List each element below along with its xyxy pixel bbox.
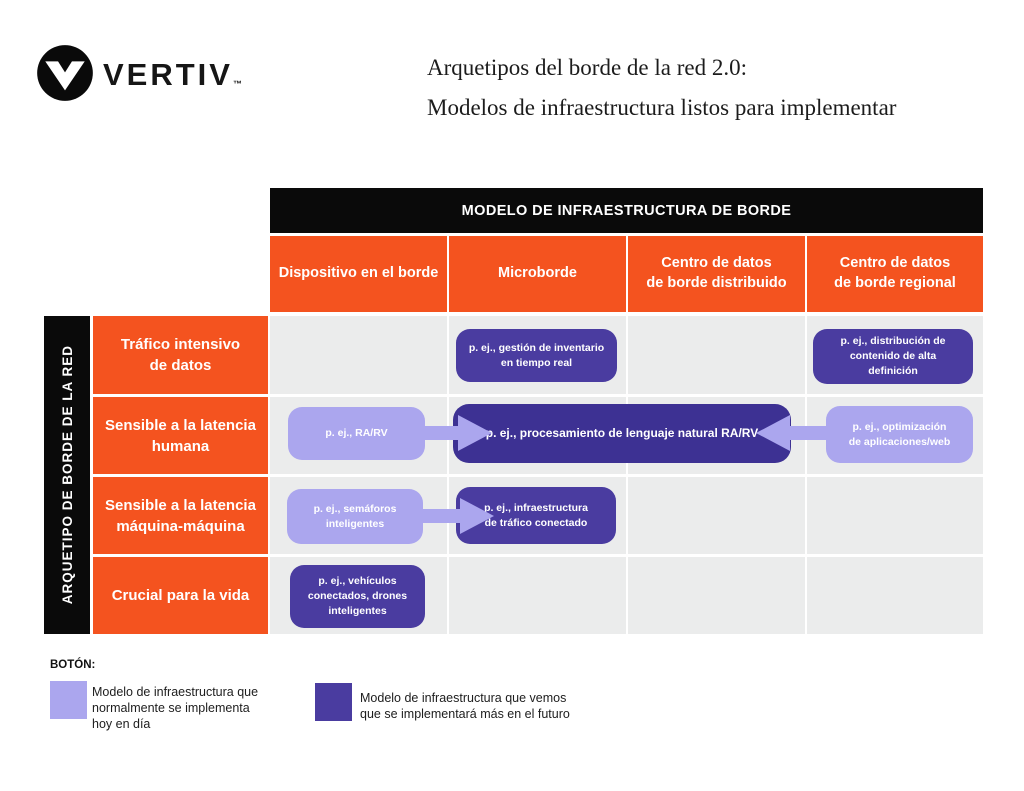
brand-text: VERTIV — [103, 57, 233, 92]
matrix-cell — [807, 557, 983, 634]
column-header-centro-regional: Centro de datos de borde regional — [807, 236, 983, 312]
legend-label-today: Modelo de infraestructura que normalment… — [92, 685, 259, 731]
column-header-dispositivo-en-el-borde: Dispositivo en el borde — [270, 236, 447, 312]
trademark-symbol: ™ — [232, 79, 242, 89]
row-axis-title: ARQUETIPO DE BORDE DE LA RED — [59, 345, 75, 605]
column-header-microborde: Microborde — [449, 236, 626, 312]
matrix-cell — [449, 557, 626, 634]
brand-name: VERTIV™ — [103, 57, 242, 93]
row-header-label: Tráfico intensivo de datos — [120, 336, 241, 374]
badge-gestion-inventario: p. ej., gestión de inventario en tiempo … — [456, 329, 617, 382]
page-title: Arquetipos del borde de la red 2.0: Mode… — [427, 48, 1007, 128]
row-header-trafico-intensivo: Tráfico intensivo de datos — [93, 316, 268, 394]
column-header-label: Microborde — [498, 265, 577, 282]
column-header-label: Centro de datos de borde regional — [834, 255, 956, 291]
row-header-latencia-maquina: Sensible a la latencia máquina-máquina — [93, 477, 268, 554]
arrow-left-icon — [756, 415, 840, 451]
matrix-cell — [807, 477, 983, 554]
legend-title: BOTÓN: — [50, 659, 96, 671]
title-line-1: Arquetipos del borde de la red 2.0: — [427, 55, 747, 80]
column-axis-header: MODELO DE INFRAESTRUCTURA DE BORDE — [270, 188, 983, 233]
column-axis-title: MODELO DE INFRAESTRUCTURA DE BORDE — [461, 202, 792, 219]
column-header-label: Dispositivo en el borde — [278, 265, 439, 282]
row-header-label: Sensible a la latencia humana — [105, 416, 256, 455]
vertiv-logo-icon — [37, 45, 93, 101]
arrow-right-icon — [404, 498, 494, 534]
badge-optimizacion-web: p. ej., optimización de aplicaciones/web — [826, 406, 973, 463]
row-header-label: Crucial para la vida — [111, 587, 250, 604]
legend-swatch-today — [50, 681, 87, 719]
badge-vehiculos-conectados: p. ej., vehículos conectados, drones int… — [290, 565, 425, 628]
row-header-crucial-vida: Crucial para la vida — [93, 557, 268, 634]
badge-distribucion-contenido: p. ej., distribución de contenido de alt… — [813, 329, 973, 384]
arrow-right-icon — [402, 415, 492, 451]
matrix-cell — [628, 316, 805, 394]
matrix-cell — [628, 557, 805, 634]
row-axis-header: ARQUETIPO DE BORDE DE LA RED — [44, 316, 90, 634]
badge-procesamiento-lenguaje: p. ej., procesamiento de lenguaje natura… — [453, 404, 791, 463]
column-header-centro-distribuido: Centro de datos de borde distribuido — [628, 236, 805, 312]
column-header-label: Centro de datos de borde distribuido — [646, 255, 787, 291]
matrix-cell — [270, 316, 447, 394]
legend-label-future: Modelo de infraestructura que vemos que … — [360, 691, 570, 721]
row-header-latencia-humana: Sensible a la latencia humana — [93, 397, 268, 474]
matrix-cell — [628, 477, 805, 554]
badge-semaforos: p. ej., semáforos inteligentes — [287, 489, 423, 544]
row-header-label: Sensible a la latencia máquina-máquina — [105, 496, 256, 535]
legend-swatch-future — [315, 683, 352, 721]
title-line-2: Modelos de infraestructura listos para i… — [427, 95, 897, 120]
